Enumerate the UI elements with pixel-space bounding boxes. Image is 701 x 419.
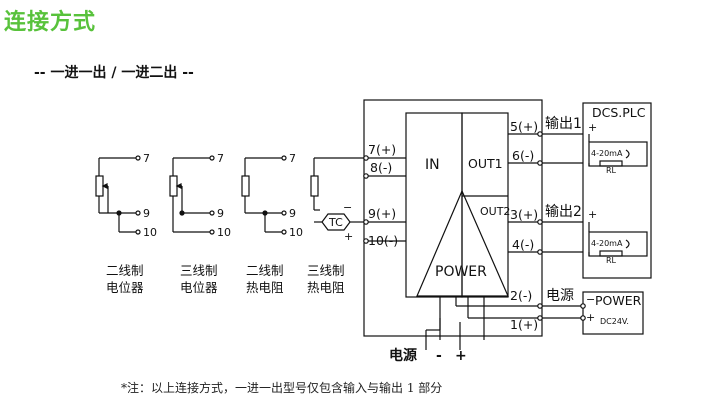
tc-minus: − — [343, 201, 352, 214]
bottom-power-plus: + — [455, 348, 467, 364]
sensor-3wire-rtd — [310, 157, 366, 210]
s2-term-7: 7 — [217, 152, 224, 165]
module-out1-label: OUT1 — [468, 156, 503, 171]
module-power-label: POWER — [435, 264, 487, 280]
dcs-ch1-rl: RL — [606, 166, 617, 175]
dcs-title: DCS.PLC — [592, 105, 646, 120]
output2-label: 输出2 — [545, 204, 582, 220]
power-supply-box — [582, 291, 644, 335]
s3-term-7: 7 — [289, 152, 296, 165]
dcs-ch2-plus: + — [588, 208, 597, 221]
dcs-ch2-current: 4-20mA — [591, 239, 623, 248]
bottom-power-minus: - — [436, 348, 442, 364]
module-outer — [363, 99, 543, 337]
dcs-ch1-plus: + — [588, 121, 597, 134]
out-term-2: 2(-) — [510, 288, 532, 303]
s4-label-1: 三线制 — [307, 263, 345, 278]
out-term-5: 5(+) — [510, 119, 538, 134]
s3-term-9: 9 — [289, 207, 296, 220]
s2-label-1: 三线制 — [180, 263, 218, 278]
in-term-10: 10(-) — [368, 233, 398, 248]
s3-label-1: 二线制 — [246, 263, 284, 278]
page-title: 连接方式 — [4, 10, 97, 35]
s1-term-7: 7 — [143, 152, 150, 165]
module-out2-label: OUT2 — [480, 205, 510, 218]
s1-label-2: 电位器 — [106, 280, 144, 295]
out-term-3: 3(+) — [510, 207, 538, 222]
power-box-voltage: DC24V. — [600, 317, 629, 326]
out-term-6: 6(-) — [512, 148, 534, 163]
output1-label: 输出1 — [545, 116, 582, 132]
out-term-4: 4(-) — [512, 237, 534, 252]
s4-label-2: 热电阻 — [307, 280, 345, 295]
power-box-plus: + — [586, 311, 595, 324]
power-triangle — [416, 189, 509, 297]
power-box-minus: − — [586, 293, 595, 306]
s1-label-1: 二线制 — [106, 263, 144, 278]
module-out-block — [461, 112, 509, 298]
dcs-ch2-rl: RL — [606, 256, 617, 265]
s1-term-9: 9 — [143, 207, 150, 220]
sensor-3wire-pot — [169, 157, 210, 233]
s2-label-2: 电位器 — [180, 280, 218, 295]
s2-term-10: 10 — [217, 226, 231, 239]
s2-term-9: 9 — [217, 207, 224, 220]
in-term-9: 9(+) — [368, 206, 396, 221]
tc-plus: + — [344, 230, 353, 243]
power-source-label: 电源 — [546, 288, 574, 304]
footnote: *注：以上连接方式，一进一出型号仅包含输入与输出 1 部分 — [121, 381, 443, 395]
sensor-2wire-rtd — [241, 157, 282, 233]
module-in-label: IN — [425, 157, 440, 173]
in-term-8: 8(-) — [370, 160, 392, 175]
in-term-7: 7(+) — [368, 142, 396, 157]
tc-label: TC — [328, 216, 343, 229]
out-term-1: 1(+) — [510, 317, 538, 332]
s1-term-10: 10 — [143, 226, 157, 239]
bottom-power-label: 电源 — [389, 347, 417, 364]
dcs-ch1-current: 4-20mA — [591, 149, 623, 158]
sensor-2wire-pot — [95, 157, 136, 233]
s3-label-2: 热电阻 — [246, 280, 284, 295]
dcs-box — [582, 102, 652, 279]
s3-term-10: 10 — [289, 226, 303, 239]
power-box-title: POWER — [595, 293, 642, 308]
section-subtitle: -- 一进一出 / 一进二出 -- — [34, 65, 194, 81]
